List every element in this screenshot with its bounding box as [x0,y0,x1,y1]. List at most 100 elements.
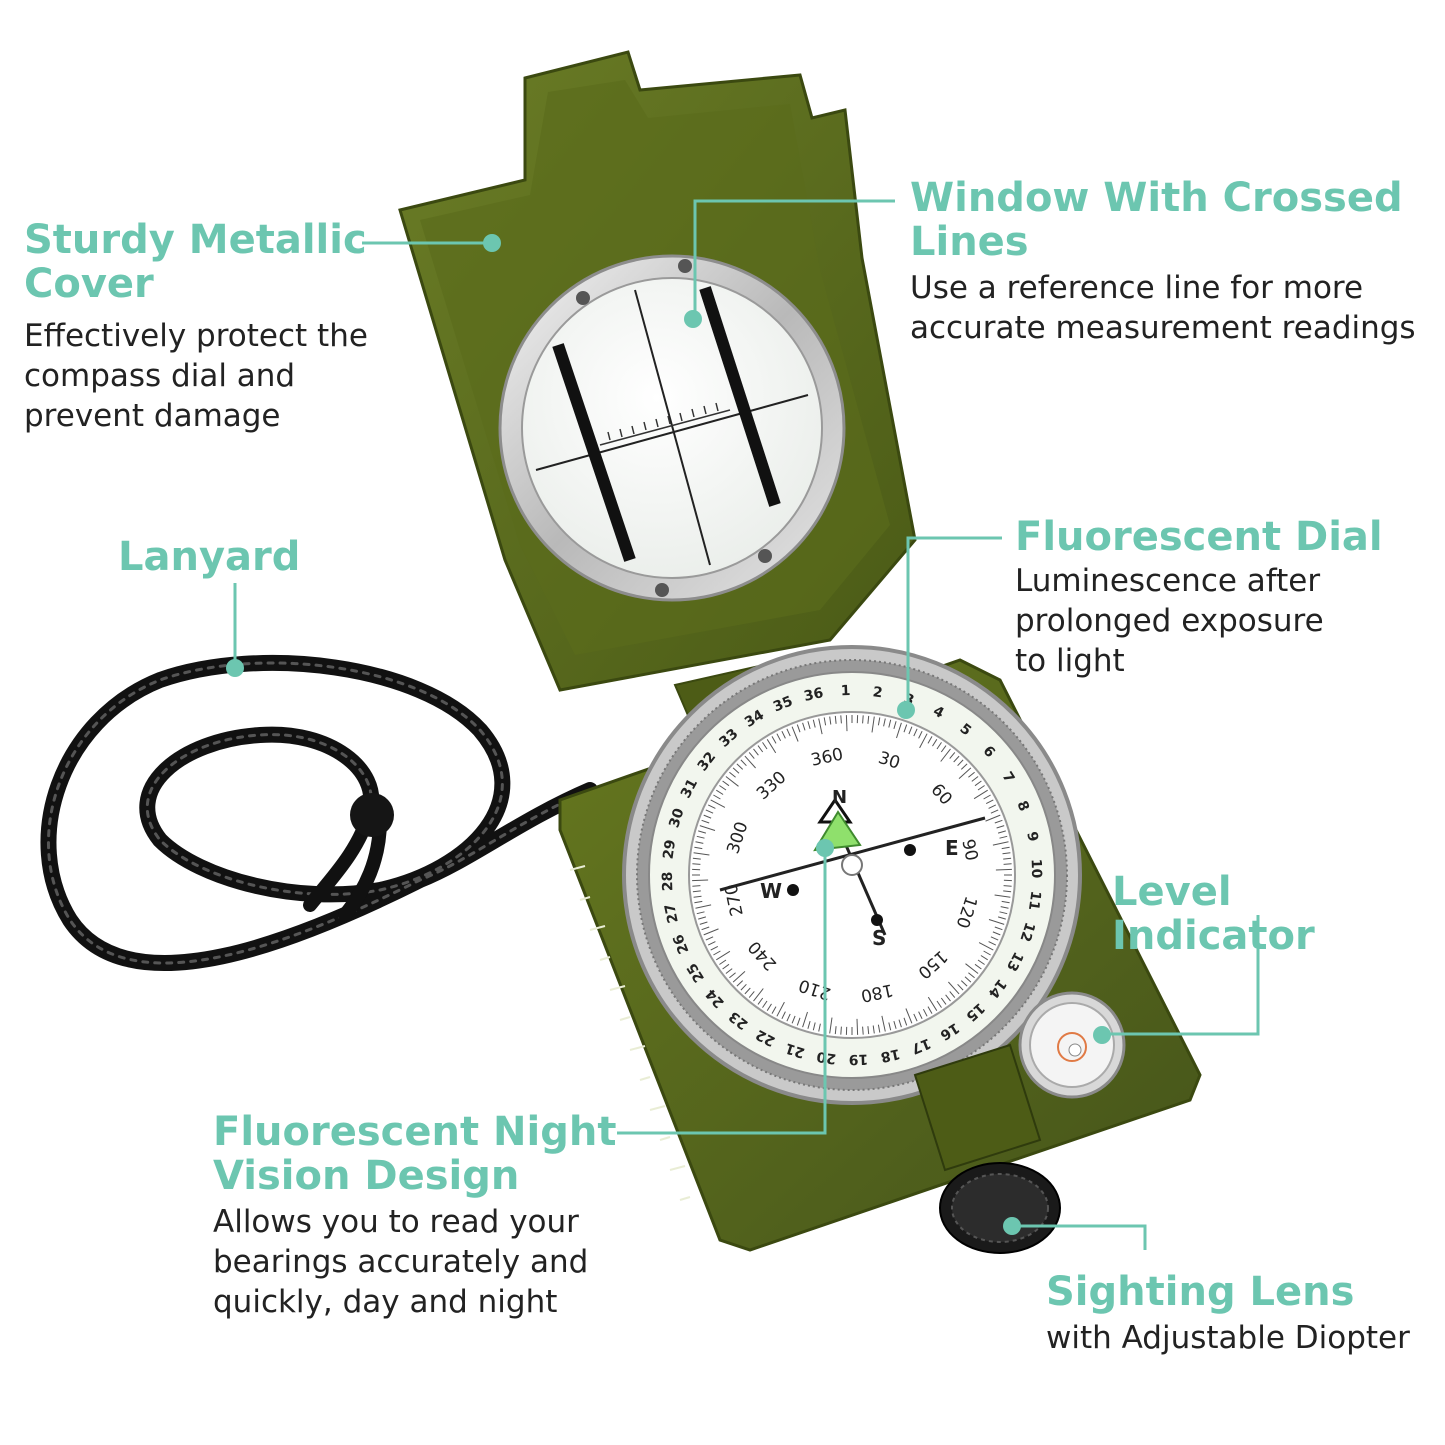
dial-tick [893,721,897,730]
dial-tick [913,1013,918,1022]
outer-ring-number: 9 [1023,830,1041,843]
dial-tick [719,959,727,965]
outer-ring-number: 30 [666,806,687,830]
dial-tick [786,1013,791,1022]
dial-tick [965,963,979,974]
dial-tick [696,835,705,839]
dial-tick [703,814,712,819]
dial-tick [771,1006,777,1014]
callout-desc: Effectively protect the [24,318,368,354]
callout-night-vision: Fluorescent Night Vision Design Allows y… [213,1110,616,1322]
dial-tick [983,950,991,956]
dial-tick [883,718,886,727]
dial-tick [881,1015,886,1032]
dial-tick [990,936,999,941]
outer-ring-number: 35 [771,693,795,715]
callout-title: Lines [910,219,1029,265]
dial-tick [1001,900,1010,904]
callout-desc: bearings accurately and [213,1244,589,1280]
dial-tick [791,726,799,742]
dial-tick [753,988,764,1002]
dial-tick [957,983,964,991]
dial-tick [845,715,848,732]
callout-desc: accurate measurement readings [910,310,1416,346]
dial-tick [725,968,733,974]
dial-tick [983,794,991,800]
dial-tick [807,721,811,730]
outer-ring-number: 2 [872,684,884,701]
dial-tick [994,926,1003,931]
outer-ring-number: 19 [848,1051,868,1068]
dial-tick [871,716,875,733]
outer-ring-number: 1 [840,683,850,699]
leader-lines [233,199,1260,1250]
dial-tick [722,780,730,787]
dial-tick [713,950,721,956]
dial-tick [940,745,947,753]
outer-ring-number: 26 [670,932,692,956]
outer-ring-number: 18 [879,1045,901,1065]
dial-tick [908,726,913,735]
dial-tick [694,846,703,850]
dial-tick [748,752,755,759]
dial-tick [932,739,938,747]
callout-title: Window With Crossed [910,175,1403,221]
dial-tick [696,911,705,915]
dial-tick [729,771,736,778]
dial-tick [722,963,730,970]
dial-tick [940,997,947,1005]
dial-tick [903,724,908,733]
dial-tick [732,971,746,983]
dial-tick [957,759,964,767]
outer-ring-number: 28 [660,871,677,891]
dial-tick [776,1001,785,1017]
dial-tick [985,814,1001,822]
dial-tick [796,724,801,733]
dial-tick [753,748,759,756]
dial-tick [990,809,999,814]
dial-tick [927,736,933,744]
callout-sturdy-cover: Sturdy Metallic Cover Effectively protec… [24,218,368,436]
dial-tick [802,1011,808,1028]
outer-ring-number: 12 [1016,920,1037,943]
callout-desc: compass dial and [24,358,296,394]
dial-tick [707,804,716,809]
dial-tick [988,941,997,946]
dial-tick [997,830,1006,834]
callout-desc: with Adjustable Diopter [1046,1320,1410,1356]
dial-tick [736,980,744,987]
dial-tick [705,809,714,814]
dial-tick [719,785,727,791]
dial-tick [703,928,719,936]
dial-tick [862,715,864,724]
dial-tick [692,879,709,882]
dial-tick [1001,846,1010,850]
outer-ring-number: 27 [662,902,682,924]
dial-tick [922,1008,928,1017]
cardinal-s: S [872,926,886,950]
dial-tick [834,1026,837,1035]
dial-tick [919,733,928,749]
outer-ring-number: 21 [783,1039,806,1060]
dial-tick [953,755,960,763]
outer-ring-number: 29 [661,839,680,861]
dial-tick [980,955,988,961]
dial-tick [888,1022,892,1031]
dial-tick [872,1025,875,1034]
dial-tick [964,976,972,983]
dial-tick [949,991,956,998]
dial-tick [781,730,786,739]
dial-tick [877,717,881,726]
dial-tick [818,718,823,735]
dial-tick [856,1018,859,1035]
cardinal-n: N [832,787,847,808]
dial-tick [977,959,985,965]
dial-tick [940,748,951,762]
dial-tick [812,1022,816,1031]
dial-tick [945,994,951,1002]
callout-title: Sturdy Metallic [24,217,367,263]
dial-tick [1003,890,1012,893]
dial-tick [992,841,1009,846]
dial-tick [695,904,712,909]
dial-tick [823,717,827,726]
